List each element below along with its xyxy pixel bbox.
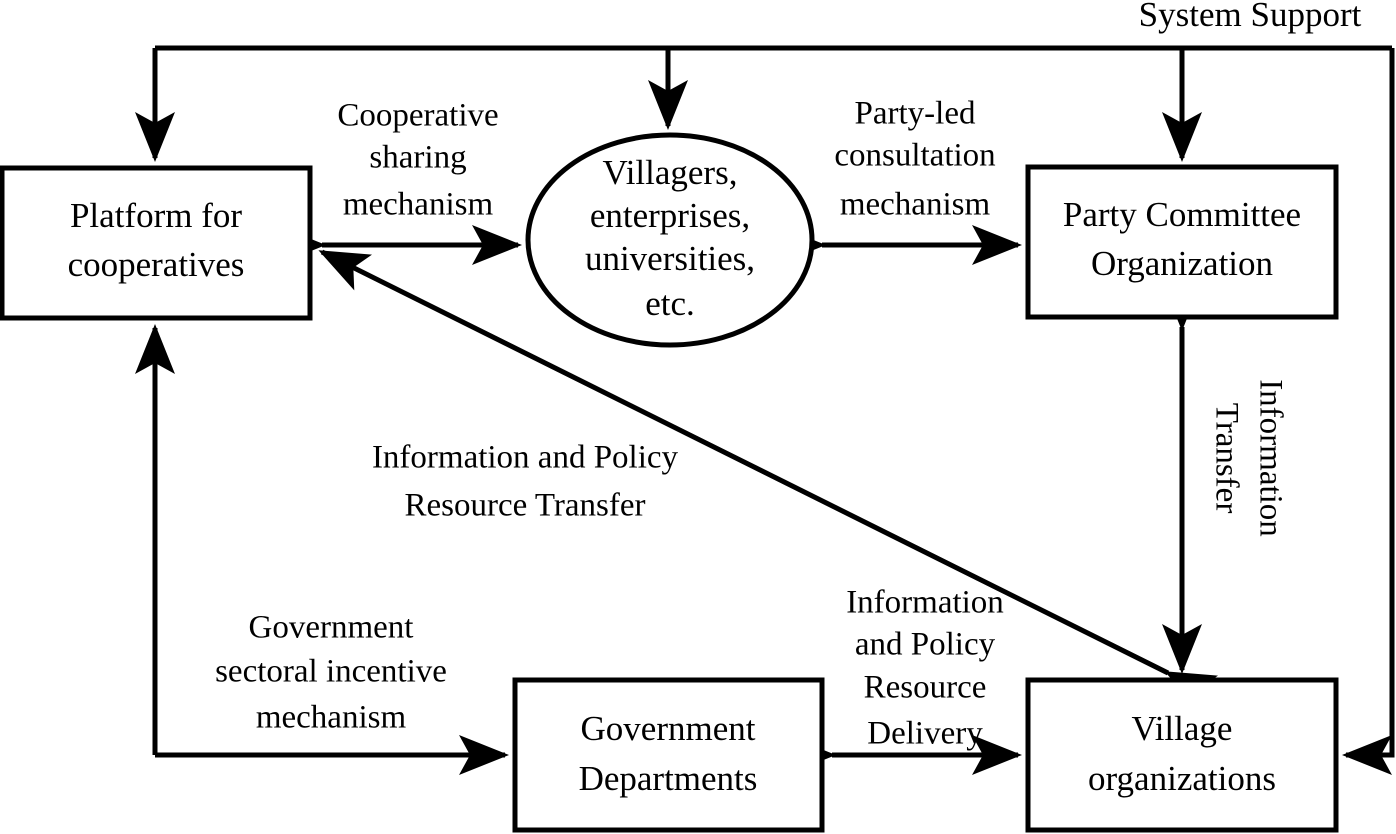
node-government-line-2: Departments bbox=[579, 759, 758, 798]
edge-label-gov-incentive-line-1: Government bbox=[249, 610, 414, 646]
node-village-organizations[interactable]: Village organizations bbox=[1025, 677, 1339, 833]
edge-label-information-transfer: Information Transfer bbox=[1208, 379, 1288, 537]
edge-label-cooperative-line-3: mechanism bbox=[343, 187, 494, 223]
edge-label-information-policy-resource-delivery: Information and Policy Resource Delivery bbox=[846, 585, 1004, 752]
edge-label-info-transfer-line-2: Transfer bbox=[1208, 403, 1244, 514]
edge-platform-village-diagonal bbox=[318, 249, 1219, 712]
node-party-line-2: Organization bbox=[1091, 244, 1273, 283]
edge-label-transfer-line-1: Information and Policy bbox=[372, 440, 679, 476]
edge-label-cooperative-line-2: sharing bbox=[369, 140, 466, 176]
edge-label-delivery-line-2: and Policy bbox=[855, 627, 996, 663]
node-village-line-2: organizations bbox=[1088, 759, 1276, 798]
edge-label-party-led-line-1: Party-led bbox=[855, 96, 976, 132]
edge-label-transfer-line-2: Resource Transfer bbox=[404, 488, 645, 524]
node-stakeholders-line-1: Villagers, bbox=[603, 153, 738, 192]
node-stakeholders-line-4: etc. bbox=[645, 284, 695, 323]
edge-label-delivery-line-3: Resource bbox=[864, 670, 987, 706]
edge-label-party-led-line-2: consultation bbox=[834, 138, 995, 174]
edge-label-cooperative-sharing-mechanism: Cooperative sharing mechanism bbox=[337, 98, 498, 223]
edge-label-delivery-line-1: Information bbox=[846, 585, 1004, 621]
node-platform-for-cooperatives[interactable]: Platform for cooperatives bbox=[0, 165, 313, 321]
node-government-line-1: Government bbox=[581, 709, 756, 748]
edge-label-party-led-line-3: mechanism bbox=[840, 187, 991, 223]
edge-label-gov-incentive-line-2: sectoral incentive bbox=[215, 654, 447, 690]
edge-label-government-sectoral-incentive-mechanism: Government sectoral incentive mechanism bbox=[215, 610, 447, 736]
edge-label-gov-incentive-line-3: mechanism bbox=[256, 700, 407, 736]
node-stakeholders-line-3: universities, bbox=[585, 239, 755, 278]
diagram-title-text: System Support bbox=[1139, 0, 1362, 34]
node-platform-line-2: cooperatives bbox=[68, 245, 245, 284]
node-government-departments[interactable]: Government Departments bbox=[512, 677, 825, 833]
node-stakeholders[interactable]: Villagers, enterprises, universities, et… bbox=[525, 132, 815, 348]
node-party-line-1: Party Committee bbox=[1063, 195, 1301, 234]
edge-system-support-to-village bbox=[1341, 48, 1395, 775]
edge-label-cooperative-line-1: Cooperative bbox=[337, 98, 498, 134]
node-platform-line-1: Platform for bbox=[70, 196, 242, 235]
edge-label-info-transfer-line-1: Information bbox=[1252, 379, 1288, 537]
diagram-title: System Support bbox=[1139, 0, 1362, 34]
node-party-committee-organization[interactable]: Party Committee Organization bbox=[1025, 164, 1339, 320]
edge-label-information-policy-resource-transfer: Information and Policy Resource Transfer bbox=[372, 440, 679, 524]
edge-label-party-led-consultation-mechanism: Party-led consultation mechanism bbox=[834, 96, 995, 223]
node-stakeholders-line-2: enterprises, bbox=[590, 196, 750, 235]
node-village-line-1: Village bbox=[1132, 709, 1233, 748]
edge-label-delivery-line-4: Delivery bbox=[867, 716, 983, 752]
